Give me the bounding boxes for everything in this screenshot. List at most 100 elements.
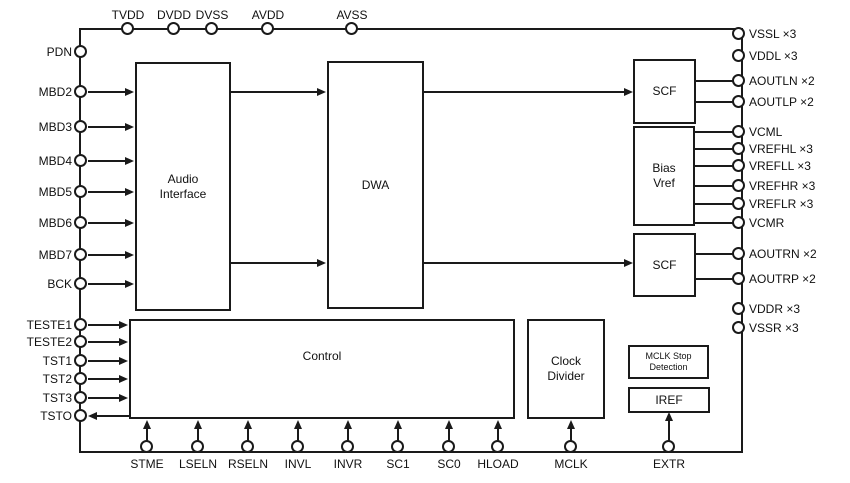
wire-mclk <box>570 428 572 441</box>
pin-tst3-label: TST3 <box>42 391 72 405</box>
pin-avdd <box>261 22 274 35</box>
pin-rseln <box>241 440 254 453</box>
wire-teste1 <box>88 324 121 326</box>
pin-mbd4 <box>74 154 87 167</box>
wire-stme <box>146 428 148 441</box>
pin-vrefll-label: VREFLL ×3 <box>749 159 811 173</box>
pin-invl <box>291 440 304 453</box>
wire-audio-interface-to-dwa-upper <box>231 91 319 93</box>
pin-vssl-label: VSSL ×3 <box>749 27 797 41</box>
pin-vreflr-label: VREFLR ×3 <box>749 197 814 211</box>
wire-tsto <box>96 415 130 417</box>
pin-mclk <box>564 440 577 453</box>
wire-bias-to-vcml <box>695 131 733 133</box>
pin-sc0 <box>442 440 455 453</box>
wire-bias-to-vrefll <box>695 165 733 167</box>
arrowhead-mbd6 <box>125 219 134 227</box>
wire-bias-to-vreflr <box>695 203 733 205</box>
wire-scf-to-aoutrn <box>696 253 733 255</box>
arrowhead-sc1 <box>394 420 402 429</box>
arrowhead-stme <box>143 420 151 429</box>
arrowhead-mbd2 <box>125 88 134 96</box>
block-scf-left: SCF <box>633 59 696 124</box>
pin-vddl <box>732 49 745 62</box>
pin-lseln-label: LSELN <box>178 457 218 471</box>
pin-aoutrp <box>732 272 745 285</box>
pin-aoutln <box>732 74 745 87</box>
wire-extr <box>668 420 670 441</box>
pin-aoutln-label: AOUTLN ×2 <box>749 74 815 88</box>
wire-bias-to-vcmr <box>695 222 733 224</box>
wire-dwa-to-scf-left <box>424 91 624 93</box>
wire-invl <box>297 428 299 441</box>
pin-extr <box>662 440 675 453</box>
pin-pdn-label: PDN <box>46 45 72 59</box>
pin-vcmr-label: VCMR <box>749 216 785 230</box>
wire-scf-to-aoutrp <box>696 278 733 280</box>
block-control: Control <box>129 319 515 419</box>
arrowhead-invl <box>294 420 302 429</box>
wire-scf-to-aoutlp <box>696 101 733 103</box>
wire-mbd7 <box>88 254 127 256</box>
pin-aoutlp-label: AOUTLP ×2 <box>749 95 814 109</box>
arrowhead-tst1 <box>119 357 128 365</box>
arrowhead-mclk <box>567 420 575 429</box>
pin-avss <box>345 22 358 35</box>
pin-invl-label: INVL <box>284 457 312 471</box>
block-iref: IREF <box>628 387 710 413</box>
pin-dvss-label: DVSS <box>195 8 229 22</box>
pin-teste2-label: TESTE2 <box>26 335 72 349</box>
wire-bias-to-vrefhr <box>695 185 733 187</box>
wire-tst2 <box>88 378 121 380</box>
block-audio-interface: Audio Interface <box>135 62 231 311</box>
pin-dvdd <box>167 22 180 35</box>
pin-hload-label: HLOAD <box>477 457 519 471</box>
pin-mbd5-label: MBD5 <box>38 185 72 199</box>
pin-dvdd-label: DVDD <box>156 8 191 22</box>
wire-bck <box>88 283 127 285</box>
arrowhead-tst2 <box>119 375 128 383</box>
arrowhead-mbd5 <box>125 188 134 196</box>
wire-sc1 <box>397 428 399 441</box>
pin-stme-label: STME <box>130 457 164 471</box>
chip-boundary <box>79 28 743 453</box>
pin-vreflr <box>732 197 745 210</box>
pin-vrefhr-label: VREFHR ×3 <box>749 179 816 193</box>
pin-mbd6-label: MBD6 <box>38 216 72 230</box>
pin-vrefhl-label: VREFHL ×3 <box>749 142 813 156</box>
pin-vssr-label: VSSR ×3 <box>749 321 799 335</box>
pin-vrefhr <box>732 179 745 192</box>
arrowhead-audio-interface-to-dwa-upper <box>317 88 326 96</box>
block-bias-vref: Bias Vref <box>633 126 695 226</box>
pin-invr-label: INVR <box>333 457 363 471</box>
pin-bck <box>74 277 87 290</box>
pin-aoutrn-label: AOUTRN ×2 <box>749 247 817 261</box>
pin-vddr <box>732 302 745 315</box>
wire-bias-to-vrefhl <box>695 148 733 150</box>
arrowhead-bck <box>125 280 134 288</box>
pin-stme <box>140 440 153 453</box>
pin-mbd7 <box>74 248 87 261</box>
pin-tst2 <box>74 372 87 385</box>
pin-mbd4-label: MBD4 <box>38 154 72 168</box>
wire-dwa-to-scf-right <box>424 262 624 264</box>
pin-tvdd <box>121 22 134 35</box>
pin-sc1 <box>391 440 404 453</box>
pin-tst3 <box>74 391 87 404</box>
pin-extr-label: EXTR <box>652 457 685 471</box>
wire-mbd2 <box>88 91 127 93</box>
pin-vssl <box>732 27 745 40</box>
arrowhead-teste1 <box>119 321 128 329</box>
pin-teste2 <box>74 335 87 348</box>
wire-scf-to-aoutln <box>696 80 733 82</box>
pin-sc0-label: SC0 <box>437 457 461 471</box>
wire-hload <box>497 428 499 441</box>
wire-mbd3 <box>88 126 127 128</box>
pin-dvss <box>205 22 218 35</box>
pin-sc1-label: SC1 <box>386 457 410 471</box>
arrowhead-hload <box>494 420 502 429</box>
wire-tst3 <box>88 397 121 399</box>
pin-bck-label: BCK <box>47 277 72 291</box>
pin-avss-label: AVSS <box>336 8 368 22</box>
